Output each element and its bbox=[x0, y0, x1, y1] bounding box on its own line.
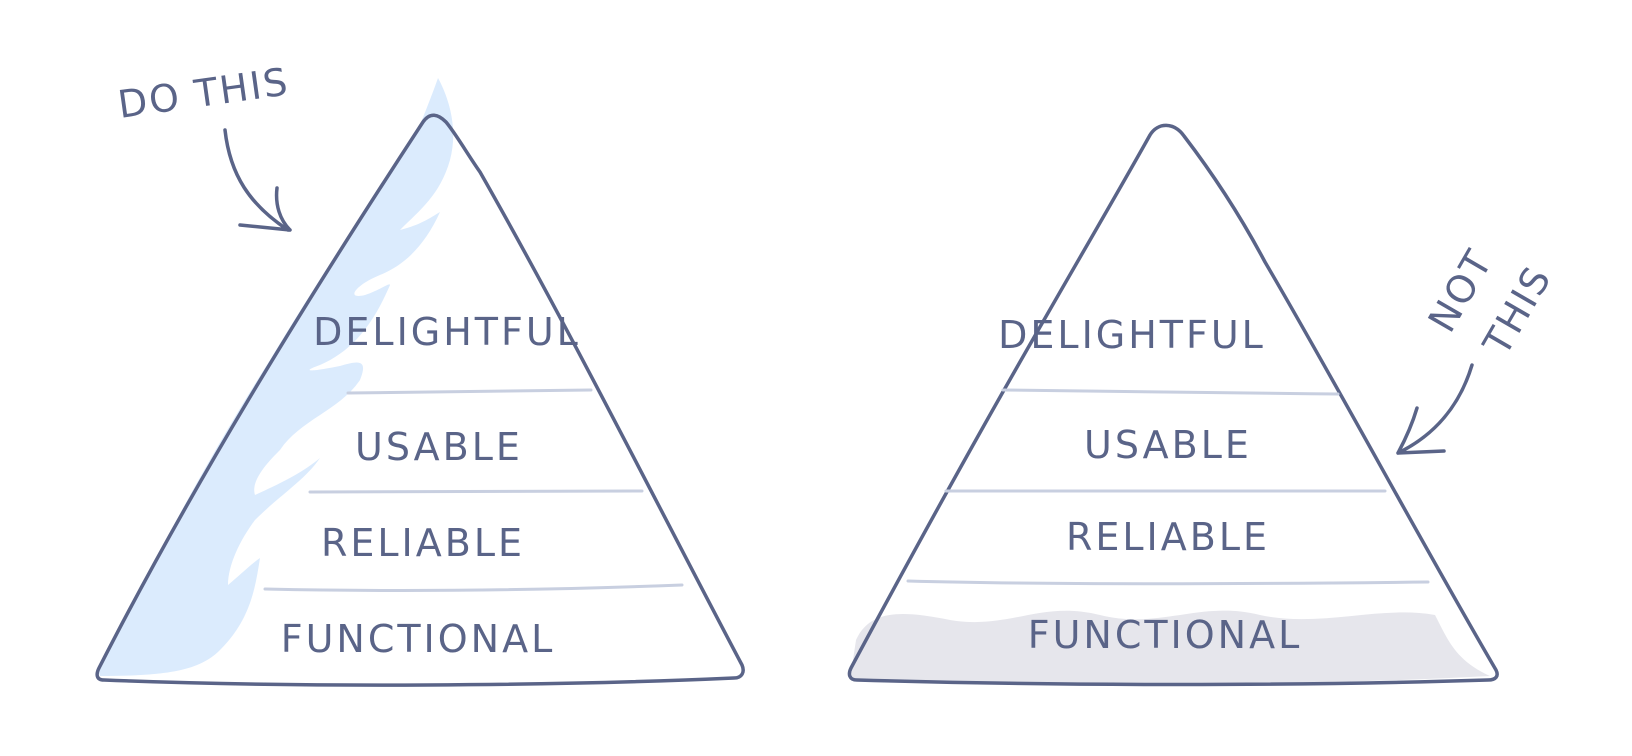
left-layer-functional: FUNCTIONAL bbox=[281, 617, 556, 661]
right-layer-delightful: DELIGHTFUL bbox=[998, 313, 1266, 357]
left-layer-reliable: RELIABLE bbox=[321, 521, 525, 565]
right-layer-reliable: RELIABLE bbox=[1066, 515, 1270, 559]
left-layer-delightful: DELIGHTFUL bbox=[313, 310, 581, 354]
base-layer-fill bbox=[850, 610, 1490, 685]
left-pyramid-outline bbox=[95, 113, 745, 687]
left-pyramid: DELIGHTFUL USABLE RELIABLE FUNCTIONAL DO… bbox=[95, 59, 745, 687]
do-this-annotation: DO THIS bbox=[115, 59, 292, 127]
left-divider-1 bbox=[346, 388, 593, 395]
left-layer-usable: USABLE bbox=[355, 425, 523, 469]
left-divider-2 bbox=[308, 489, 644, 494]
not-this-arrow-icon bbox=[1396, 363, 1474, 455]
do-this-arrow-icon bbox=[223, 128, 292, 232]
right-layer-functional: FUNCTIONAL bbox=[1028, 613, 1303, 657]
right-layer-usable: USABLE bbox=[1084, 423, 1252, 467]
right-divider-1 bbox=[1001, 388, 1340, 396]
vertical-slice-highlight bbox=[98, 78, 454, 676]
right-pyramid: DELIGHTFUL USABLE RELIABLE FUNCTIONAL NO… bbox=[847, 123, 1560, 687]
right-pyramid-outline bbox=[847, 123, 1499, 687]
left-divider-3 bbox=[263, 583, 684, 592]
right-divider-3 bbox=[906, 579, 1430, 586]
